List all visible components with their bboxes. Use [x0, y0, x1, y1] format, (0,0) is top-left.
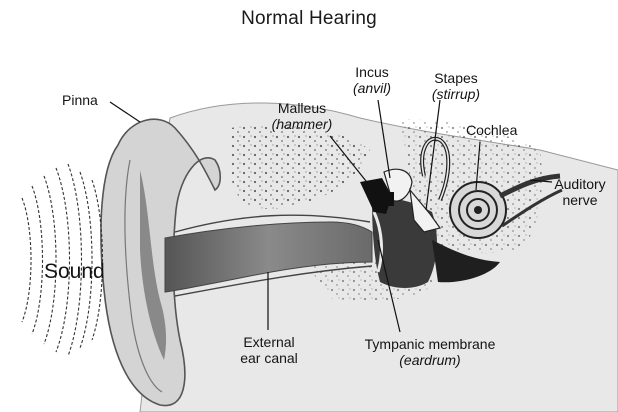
label-stapes-name: Stapes — [416, 70, 496, 86]
oval-window — [384, 192, 394, 206]
label-tympanic-name: Tympanic membrane — [342, 336, 518, 352]
diagram-title: Normal Hearing — [0, 8, 618, 30]
label-canal-line1: External — [232, 334, 306, 350]
label-pinna: Pinna — [62, 92, 98, 108]
label-auditory-nerve-line1: Auditory — [548, 176, 612, 192]
label-tympanic-membrane: Tympanic membrane (eardrum) — [342, 336, 518, 368]
label-sound: Sound — [44, 264, 105, 280]
label-malleus-alt: (hammer) — [262, 116, 342, 132]
label-cochlea: Cochlea — [466, 122, 517, 138]
label-stapes: Stapes (stirrup) — [416, 70, 496, 102]
label-auditory-nerve-line2: nerve — [548, 192, 612, 208]
label-incus-alt: (anvil) — [340, 80, 404, 96]
label-external-ear-canal: External ear canal — [232, 334, 306, 366]
label-incus-name: Incus — [340, 64, 404, 80]
label-auditory-nerve: Auditory nerve — [548, 176, 612, 208]
label-tympanic-alt: (eardrum) — [342, 352, 518, 368]
label-malleus-name: Malleus — [262, 100, 342, 116]
cochlea-spiral — [450, 182, 506, 238]
label-incus: Incus (anvil) — [340, 64, 404, 96]
label-malleus: Malleus (hammer) — [262, 100, 342, 132]
label-stapes-alt: (stirrup) — [416, 86, 496, 102]
label-canal-line2: ear canal — [232, 350, 306, 366]
